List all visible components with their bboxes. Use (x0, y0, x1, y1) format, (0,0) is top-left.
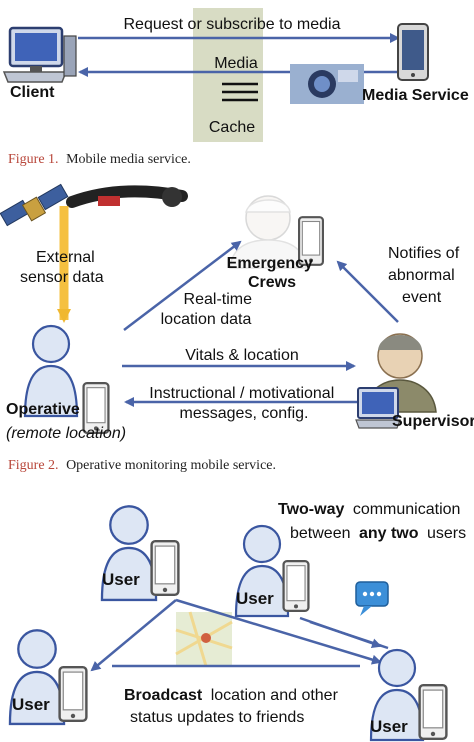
broadcast-arrow-right (175, 598, 382, 665)
satellite-icon (0, 183, 69, 227)
twoway-label-line2: between any two users (290, 525, 466, 542)
map-icon (175, 611, 233, 667)
user-phone-icon (150, 540, 180, 596)
emergency-crew-avatar (229, 195, 307, 269)
supervisor-computer-icon (355, 387, 401, 429)
request-label: Request or subscribe to media (124, 16, 341, 33)
user-label: User (236, 589, 274, 608)
chat-bubble-icon (355, 581, 389, 616)
media-service-label: Media Service (362, 87, 469, 104)
cache-icon (222, 82, 258, 102)
camera-photo-icon (290, 64, 364, 104)
broadcast-label-line1: Broadcast location and other (124, 687, 339, 704)
media-label: Media (214, 55, 258, 72)
media-service-phone-icon (397, 23, 429, 81)
emergency-label: Emergency Crews (227, 255, 318, 291)
sensor-strap-icon (66, 185, 188, 208)
vitals-label: Vitals & location (185, 347, 299, 364)
broadcast-label-line2: status updates to friends (130, 709, 304, 726)
realtime-arrow (123, 240, 242, 331)
user-label: User (102, 570, 140, 589)
figure-3: User User User User Two-way communicatio… (8, 501, 466, 742)
realtime-label: Real-time location data (161, 291, 257, 328)
client-label: Client (10, 84, 55, 101)
cache-band (193, 8, 263, 142)
user-phone-icon (418, 684, 448, 740)
client-computer-icon (2, 26, 77, 83)
cache-label: Cache (209, 119, 255, 136)
user-phone-icon (58, 666, 88, 722)
external-label: External sensor data (20, 249, 104, 286)
figure-1: Cache Client Request or subscribe to med… (2, 8, 469, 167)
instructional-label: Instructional / motivational messages, c… (149, 385, 338, 422)
supervisor-label: Supervisor (392, 413, 474, 430)
twoway-arrow (299, 616, 382, 649)
broadcast-arrow-left (90, 599, 177, 672)
figure-1-caption: Figure 1. Mobile media service. (8, 152, 191, 167)
user-phone-icon (282, 560, 310, 612)
twoway-label-line1: Two-way communication (278, 501, 460, 518)
notify-arrow (336, 260, 399, 323)
operative-label: Operative (6, 401, 80, 418)
remote-location-label: (remote location) (6, 425, 126, 442)
notifies-label: Notifies of abnormal event (388, 245, 464, 306)
user-label: User (370, 717, 408, 736)
user-label: User (12, 695, 50, 714)
figure-2-caption: Figure 2. Operative monitoring mobile se… (8, 458, 276, 473)
figure-2: External sensor data Emergency Crews Not… (0, 183, 474, 473)
